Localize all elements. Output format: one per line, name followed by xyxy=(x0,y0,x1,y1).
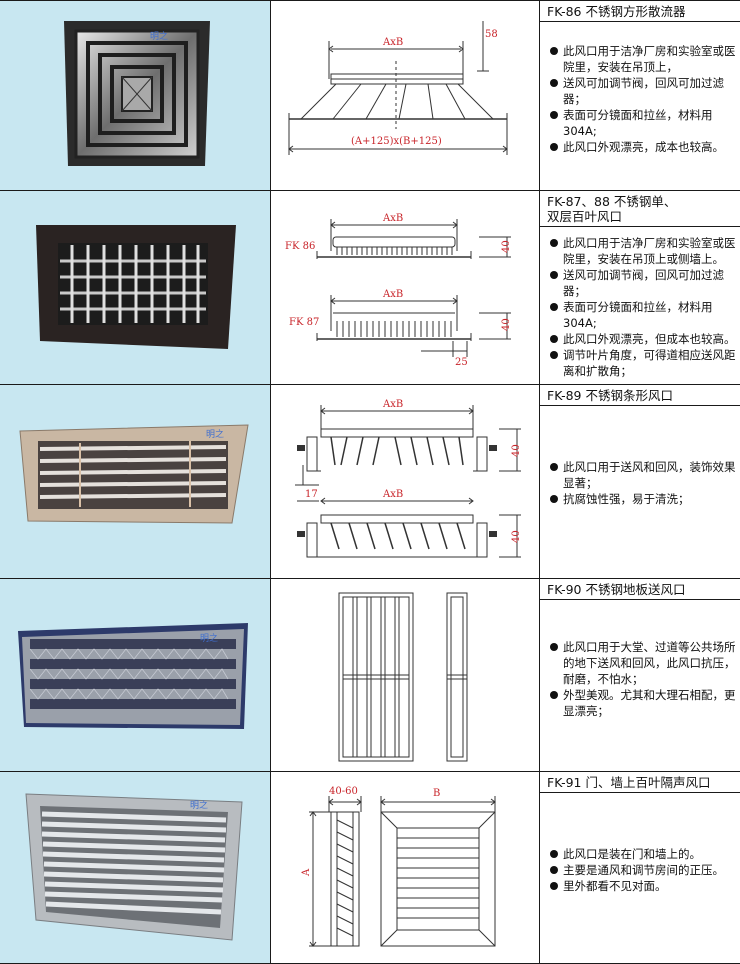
height-a-label: 40 xyxy=(511,444,522,457)
drawing-fk87-88: AxB FK 86 40 AxB FK 87 40 25 xyxy=(271,191,540,385)
linear-grille-photo: 明之 xyxy=(19,424,249,524)
drawing-fk90 xyxy=(271,579,540,772)
dim-top-label: AxB xyxy=(382,37,403,48)
feature-item: 此风口用于洁净厂房和实验室或医院里，安装在吊顶上或侧墙上。 xyxy=(550,235,736,267)
flange-label: 17 xyxy=(305,489,318,500)
feature-list: 此风口用于洁净厂房和实验室或医院里，安装在吊顶上， 送风可加调节阀，回风可加过滤… xyxy=(540,43,740,155)
product-photo-fk90: 明之 xyxy=(0,579,271,772)
feature-item: 抗腐蚀性强，易于清洗； xyxy=(550,491,736,507)
feature-item: 主要是通风和调节房间的正压。 xyxy=(550,862,736,878)
brand-logo: 明之 xyxy=(150,30,168,42)
product-photo-fk91: 明之 xyxy=(0,772,271,963)
feature-item: 此风口用于送风和回风，装饰效果显著； xyxy=(550,459,736,491)
description-fk89: FK-89 不锈钢条形风口 此风口用于送风和回风，装饰效果显著； 抗腐蚀性强，易… xyxy=(540,385,740,579)
feature-item: 此风口外观漂亮，成本也较高。 xyxy=(550,139,736,155)
square-diffuser-photo: 明之 xyxy=(64,21,210,166)
drawing-fk91: 40-60 B A xyxy=(271,772,540,963)
width-b-label: 25 xyxy=(455,357,468,368)
fk87-label: FK 87 xyxy=(289,317,319,328)
product-title-line2: 双层百叶风口 xyxy=(547,209,623,224)
drawing-fk89: AxB 40 17 AxB 40 xyxy=(271,385,540,579)
drawing-fk86: AxB 58 (A+125)x(B+125) xyxy=(271,1,540,191)
feature-list: 此风口是装在门和墙上的。 主要是通风和调节房间的正压。 里外都看不见对面。 xyxy=(540,846,740,894)
product-row-fk89: 明之 xyxy=(0,384,740,579)
feature-item: 里外都看不见对面。 xyxy=(550,878,736,894)
dim-bottom-label: (A+125)x(B+125) xyxy=(351,136,442,147)
product-title-line1: FK-87、88 不锈钢单、 xyxy=(547,194,677,209)
feature-item: 外型美观。尤其和大理石相配，更显漂亮； xyxy=(550,687,736,719)
brand-logo: 明之 xyxy=(200,632,218,644)
linear-grille-section-drawing: AxB 40 17 AxB 40 xyxy=(295,399,522,558)
product-photo-fk89: 明之 xyxy=(0,385,271,579)
feature-item: 表面可分镜面和拉丝，材料用304A; xyxy=(550,107,736,139)
height-a-label: 40 xyxy=(501,240,512,253)
louver-grille-photo xyxy=(36,225,236,349)
dim-b-label: AxB xyxy=(382,489,403,500)
feature-item: 调节叶片角度，可得道相应送风距离和扩散角； xyxy=(550,347,736,379)
height-b-label: 40 xyxy=(501,318,512,331)
floor-grille-plan-drawing xyxy=(338,592,468,762)
feature-item: 此风口用于洁净厂房和实验室或医院里，安装在吊顶上， xyxy=(550,43,736,75)
product-row-fk90: 明之 FK-90 不锈钢地板送风口 xyxy=(0,578,740,772)
width-label: B xyxy=(433,788,440,799)
diffuser-section-drawing: AxB 58 (A+125)x(B+125) xyxy=(288,21,508,155)
feature-item: 此风口是装在门和墙上的。 xyxy=(550,846,736,862)
dim-a-label: AxB xyxy=(382,213,403,224)
door-louver-photo: 明之 xyxy=(25,793,243,941)
dim-a-label: AxB xyxy=(382,399,403,410)
feature-list: 此风口用于送风和回风，装饰效果显著； 抗腐蚀性强，易于清洗； xyxy=(540,459,740,507)
description-fk87-88: FK-87、88 不锈钢单、 双层百叶风口 此风口用于洁净厂房和实验室或医院里，… xyxy=(540,191,740,385)
dim-side-label: 58 xyxy=(485,29,498,40)
louver-section-drawings: AxB FK 86 40 AxB FK 87 40 25 xyxy=(285,213,512,368)
feature-item: 送风可加调节阀，回风可加过滤器； xyxy=(550,75,736,107)
product-title: FK-87、88 不锈钢单、 双层百叶风口 xyxy=(540,191,740,227)
description-fk90: FK-90 不锈钢地板送风口 此风口用于大堂、过道等公共场所的地下送风和回风，此… xyxy=(540,579,740,772)
height-b-label: 40 xyxy=(511,530,522,543)
product-row-fk86: 明之 xyxy=(0,0,740,191)
height-label: A xyxy=(301,868,312,877)
description-fk91: FK-91 门、墙上百叶隔声风口 此风口是装在门和墙上的。 主要是通风和调节房间… xyxy=(540,772,740,963)
fk86-label: FK 86 xyxy=(285,241,315,252)
depth-label: 40-60 xyxy=(329,786,358,797)
brand-logo: 明之 xyxy=(206,428,224,440)
dim-b-label: AxB xyxy=(382,289,403,300)
product-title: FK-89 不锈钢条形风口 xyxy=(540,385,740,406)
product-row-fk91: 明之 xyxy=(0,771,740,964)
feature-item: 此风口用于大堂、过道等公共场所的地下送风和回风，此风口抗压，耐磨，不怕水； xyxy=(550,639,736,687)
floor-grille-photo: 明之 xyxy=(18,623,248,729)
feature-list: 此风口用于洁净厂房和实验室或医院里，安装在吊顶上或侧墙上。 送风可加调节阀，回风… xyxy=(540,235,740,379)
product-photo-fk86: 明之 xyxy=(0,1,271,191)
feature-item: 送风可加调节阀，回风可加过滤器； xyxy=(550,267,736,299)
product-row-fk87-88: AxB FK 86 40 AxB FK 87 40 25 FK-87、88 不锈… xyxy=(0,190,740,385)
product-photo-fk87-88 xyxy=(0,191,271,385)
brand-logo: 明之 xyxy=(190,799,208,811)
feature-item: 表面可分镜面和拉丝，材料用304A; xyxy=(550,299,736,331)
description-fk86: FK-86 不锈钢方形散流器 此风口用于洁净厂房和实验室或医院里，安装在吊顶上，… xyxy=(540,1,740,191)
product-title: FK-90 不锈钢地板送风口 xyxy=(540,579,740,600)
feature-list: 此风口用于大堂、过道等公共场所的地下送风和回风，此风口抗压，耐磨，不怕水； 外型… xyxy=(540,639,740,719)
product-title: FK-86 不锈钢方形散流器 xyxy=(540,1,740,22)
product-title: FK-91 门、墙上百叶隔声风口 xyxy=(540,772,740,793)
feature-item: 此风口外观漂亮，但成本也较高。 xyxy=(550,331,736,347)
door-louver-drawing: 40-60 B A xyxy=(301,786,496,947)
